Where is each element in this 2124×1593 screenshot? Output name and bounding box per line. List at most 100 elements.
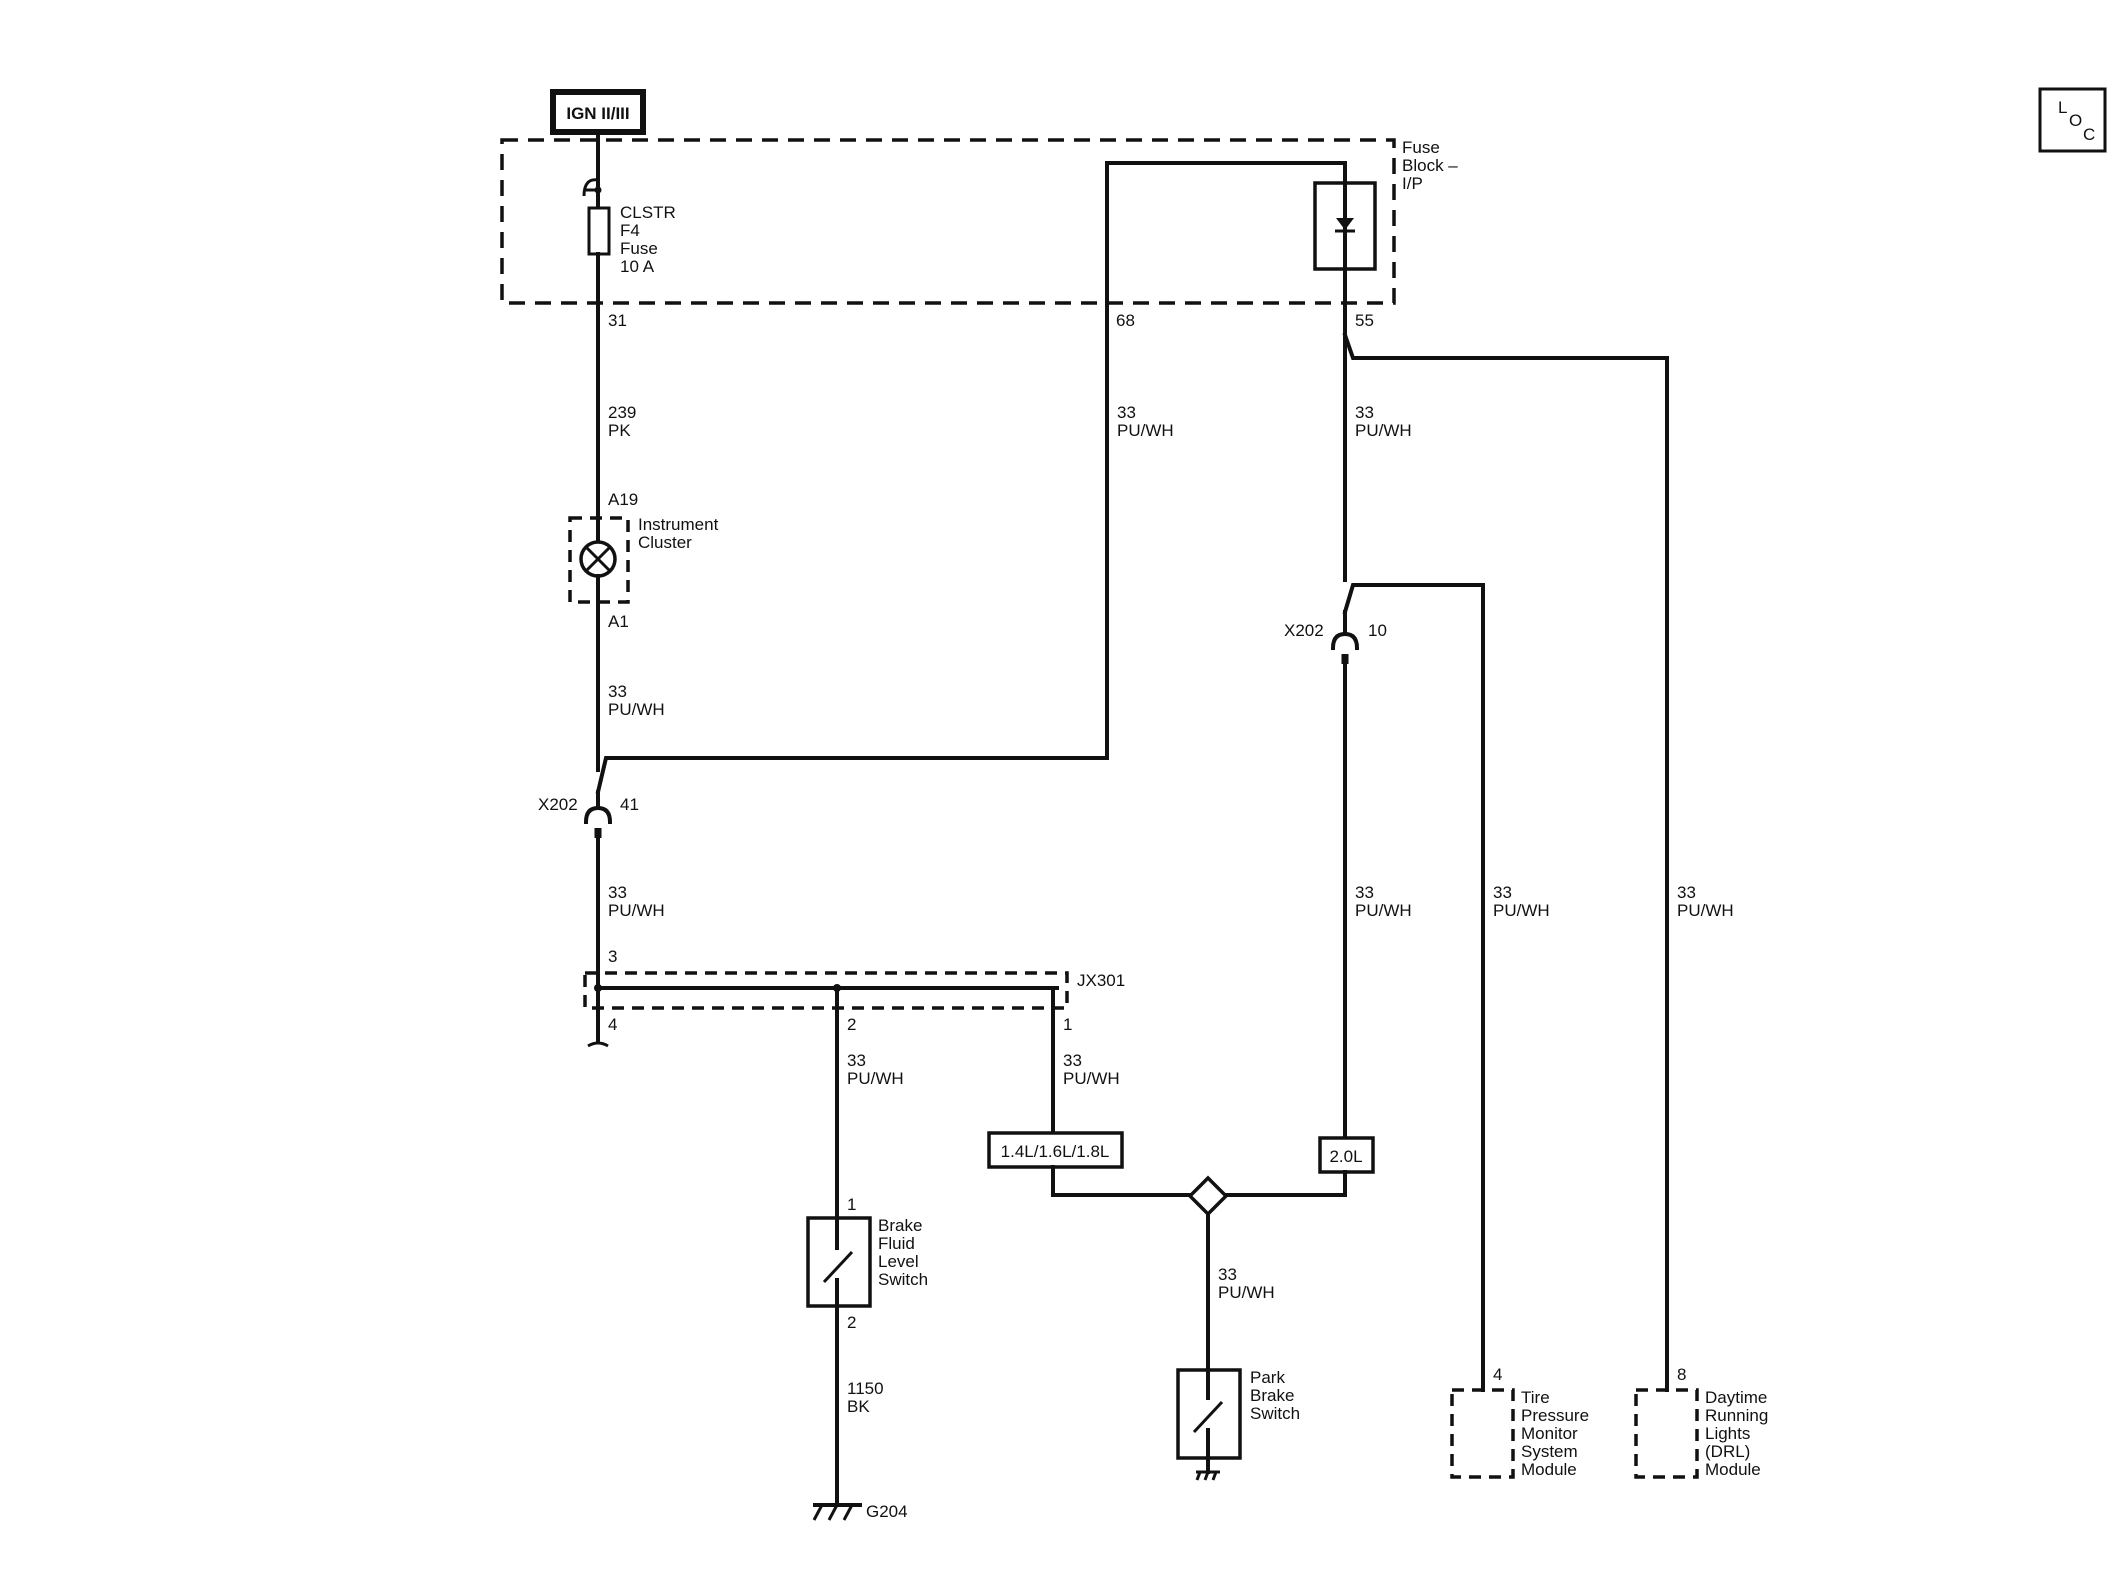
wire-68 [595,161,1347,795]
tpms-line3: Monitor [1521,1424,1578,1443]
wire-option-right [1224,1170,1347,1197]
loc-l: L [2058,98,2067,117]
wire-68-gauge: 33 [1117,403,1136,422]
wire-x202-10-color: PU/WH [1355,901,1412,920]
tpms-line4: System [1521,1442,1578,1461]
power-source-text: IGN II/III [566,104,629,123]
diode-icon [1336,218,1354,230]
wire-239-color: PK [608,421,631,440]
drl-module-boundary [1634,1388,1699,1479]
option-label-small-engines: 1.4L/1.6L/1.8L [987,1131,1124,1169]
loc-symbol: L O C [2038,87,2107,153]
x202-right-name: X202 [1284,621,1324,640]
fuse-block-pin-55: 55 [1355,311,1374,330]
wire-drl-gauge: 33 [1677,883,1696,902]
jx301-pin-1: 1 [1063,1015,1072,1034]
tpms-line1: Tire [1521,1388,1550,1407]
wire-label-x202-10-down: 33 PU/WH [1355,883,1412,920]
park-brake-line2: Brake [1250,1386,1294,1405]
wire-55-color: PU/WH [1355,421,1412,440]
wire-ground-color: BK [847,1397,870,1416]
jx301-pin-2: 2 [847,1015,856,1034]
jx301-name: JX301 [1077,971,1125,990]
fuse-line3: Fuse [620,239,658,258]
option-label-large-engine: 2.0L [1318,1136,1375,1174]
wire-ground-gauge: 1150 [847,1379,884,1398]
wire-park-brake-color: PU/WH [1218,1283,1275,1302]
option-small-engines-text: 1.4L/1.6L/1.8L [1001,1142,1110,1161]
power-source-label: IGN II/III [550,89,646,135]
wire-x202-10-gauge: 33 [1355,883,1374,902]
wire-jx301-1-color: PU/WH [1063,1069,1120,1088]
option-junction-icon [1187,1175,1229,1217]
wire-label-jx301-2: 33 PU/WH [847,1051,904,1088]
wire-park-brake-gauge: 33 [1218,1265,1237,1284]
fuse-block-pin-68: 68 [1116,311,1135,330]
wire-55-gauge: 33 [1355,403,1374,422]
fuse-label: CLSTR F4 Fuse 10 A [620,203,676,276]
brake-fluid-pin-1: 1 [847,1195,856,1214]
wire-jx301-1-gauge: 33 [1063,1051,1082,1070]
drl-line4: (DRL) [1705,1442,1750,1461]
wire-drl-color: PU/WH [1677,901,1734,920]
x202-left-name: X202 [538,795,578,814]
fuse-line2: F4 [620,221,640,240]
wire-drl-branch [1342,332,1669,1392]
drl-line3: Lights [1705,1424,1750,1443]
splice-jx301-boundary [583,971,1069,1010]
wire-tpms-branch [1342,583,1485,1392]
wire-tpms-gauge: 33 [1493,883,1512,902]
fuse-block-pin-31: 31 [608,311,627,330]
wire-label-239-pk: 239 PK [608,403,636,440]
tpms-line5: Module [1521,1460,1577,1479]
cluster-line2: Cluster [638,533,692,552]
tpms-module-label: Tire Pressure Monitor System Module [1521,1388,1589,1479]
loc-c: C [2083,125,2095,144]
fuse-block-label: Fuse Block – I/P [1402,138,1458,193]
drl-line5: Module [1705,1460,1761,1479]
brake-fluid-line1: Brake [878,1216,922,1235]
open-end-icon [587,1041,609,1048]
fuse-line4: 10 A [620,257,655,276]
instrument-cluster-label: Instrument Cluster [638,515,719,552]
bus-hook [582,178,599,197]
park-brake-switch-icon [1176,1368,1242,1481]
wire-label-park-brake: 33 PU/WH [1218,1265,1275,1302]
fuse-line1: CLSTR [620,203,676,222]
wire-68-color: PU/WH [1117,421,1174,440]
jx301-pin-4: 4 [608,1015,617,1034]
drl-module-label: Daytime Running Lights (DRL) Module [1705,1388,1768,1479]
fuse-symbol [587,206,611,256]
ground-icon [812,1503,862,1521]
brake-fluid-line2: Fluid [878,1234,915,1253]
brake-fluid-pin-2: 2 [847,1313,856,1332]
wire-cluster-out-gauge: 33 [608,682,627,701]
fuse-block-line3: I/P [1402,174,1423,193]
wire-x202-41-gauge: 33 [608,883,627,902]
cluster-pin-a1: A1 [608,612,629,631]
wire-label-jx301-1: 33 PU/WH [1063,1051,1120,1088]
park-brake-line3: Switch [1250,1404,1300,1423]
wire-option-left [1051,1165,1192,1197]
drl-line2: Running [1705,1406,1768,1425]
wire-label-x202-41-down: 33 PU/WH [608,883,665,920]
jx301-pin-3: 3 [608,947,617,966]
drl-pin-8: 8 [1677,1365,1686,1384]
fuse-block-line2: Block – [1402,156,1458,175]
x202-left-pin: 41 [620,795,639,814]
tpms-module-boundary [1450,1388,1515,1479]
wire-label-55: 33 PU/WH [1355,403,1412,440]
tpms-pin-4: 4 [1493,1365,1502,1384]
option-large-engine-text: 2.0L [1329,1147,1362,1166]
wire-label-ground: 1150 BK [847,1379,884,1416]
wire-x202-41-color: PU/WH [608,901,665,920]
wire-label-tpms: 33 PU/WH [1493,883,1550,920]
connector-x202-10 [1330,631,1360,664]
ground-g204-label: G204 [866,1502,908,1521]
wire-cluster-out-color: PU/WH [608,700,665,719]
park-brake-line1: Park [1250,1368,1285,1387]
drl-line1: Daytime [1705,1388,1767,1407]
wire-239-gauge: 239 [608,403,636,422]
park-brake-switch-label: Park Brake Switch [1250,1368,1300,1423]
